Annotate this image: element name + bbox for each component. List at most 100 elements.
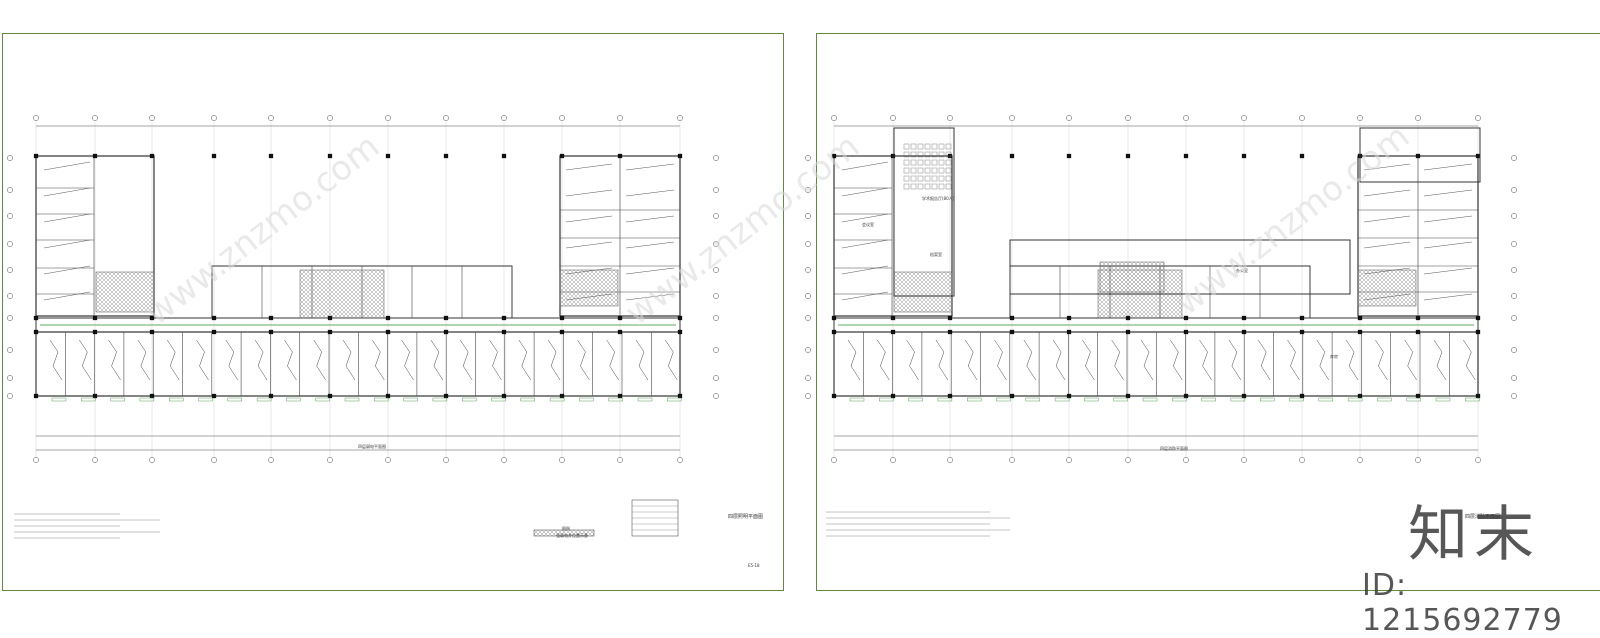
right-axis-bubble-top [1475, 115, 1481, 121]
left-circuit-tag [579, 397, 594, 402]
left-axis-bubble-top [268, 115, 274, 121]
left-page-number: E5-18 [748, 563, 760, 568]
right-axis-bubble-top [947, 115, 953, 121]
right-lecture-seat [910, 183, 917, 190]
right-structural-column [1066, 315, 1072, 321]
left-circuit-tag [374, 397, 389, 402]
left-circuit-tag [637, 397, 653, 402]
right-axis-bubble-bottom [1475, 457, 1481, 463]
right-circuit-tag [1201, 397, 1216, 402]
left-structural-column [501, 393, 507, 399]
right-axis-bubble-bottom [1183, 457, 1189, 463]
right-axis-bubble-bottom [1125, 457, 1131, 463]
left-structural-column [92, 153, 98, 159]
left-branch-circuit [342, 339, 356, 381]
right-structural-column [1299, 315, 1305, 321]
left-axis-bubble-right [713, 393, 719, 399]
right-circuit-tag [879, 397, 894, 402]
right-branch-circuit [1023, 339, 1037, 381]
right-wing-circuit [841, 161, 889, 171]
right-lecture-seat [910, 175, 917, 182]
right-lecture-seat [910, 143, 917, 150]
right-structural-column [1183, 393, 1189, 399]
left-axis-bubble-top [92, 115, 98, 121]
left-wing-circuit [43, 161, 91, 171]
right-structural-column [1125, 315, 1131, 321]
right-axis-bubble-right [1511, 347, 1517, 353]
right-branch-circuit [1433, 339, 1447, 381]
right-axis-bubble-bottom [1066, 457, 1072, 463]
left-structural-column [443, 329, 449, 335]
left-axis-bubble-right [713, 293, 719, 299]
right-structural-column [1241, 329, 1247, 335]
left-structural-column [501, 329, 507, 335]
right-axis-bubble-top [890, 115, 896, 121]
right-structural-column [890, 393, 896, 399]
right-axis-bubble-left [805, 293, 811, 299]
left-wing-circuit [43, 291, 91, 301]
right-lecture-seat [945, 175, 952, 182]
right-lecture-seat [924, 167, 931, 174]
left-axis-bubble-right [713, 315, 719, 321]
right-branch-circuit [877, 339, 890, 381]
right-title-block: 四层消防平面图 [1465, 514, 1501, 520]
left-floor-plan [7, 115, 719, 539]
left-structural-column [443, 153, 449, 159]
right-axis-bubble-bottom [890, 457, 896, 463]
right-structural-column [1066, 329, 1072, 335]
left-circuit-tag [227, 397, 243, 402]
right-branch-circuit [1199, 339, 1212, 381]
left-circuit-tag [51, 397, 67, 402]
room-label-office: 办公室 [1236, 268, 1248, 273]
right-structural-column [1241, 153, 1247, 159]
left-structural-column [149, 315, 155, 321]
right-structural-column [831, 329, 837, 335]
right-axis-bubble-right [1511, 241, 1517, 247]
left-wing-circuit [565, 189, 613, 197]
right-circuit-tag [1054, 397, 1070, 402]
right-axis-bubble-bottom [1299, 457, 1305, 463]
right-structural-column [1475, 315, 1481, 321]
left-structural-column [149, 393, 155, 399]
right-branch-circuit [935, 339, 949, 381]
right-branch-circuit [1375, 339, 1388, 381]
right-wing-circuit [1363, 267, 1411, 275]
left-axis-bubble-left [7, 213, 13, 219]
right-circuit-tag [967, 397, 982, 402]
left-branch-circuit [49, 339, 63, 381]
right-lecture-seat [903, 159, 910, 166]
right-axis-bubble-bottom [1241, 457, 1247, 463]
right-structural-column [947, 329, 953, 335]
left-wing-circuit [565, 163, 613, 171]
right-lecture-seat [903, 151, 910, 158]
right-structural-column [1009, 315, 1015, 321]
left-structural-column [617, 153, 623, 159]
right-axis-bubble-bottom [947, 457, 953, 463]
left-axis-bubble-left [7, 293, 13, 299]
left-axis-bubble-left [7, 347, 13, 353]
right-lecture-seat [924, 183, 931, 190]
left-branch-circuit [489, 339, 502, 381]
left-structural-column [559, 393, 565, 399]
left-structural-column [33, 153, 39, 159]
left-circuit-tag [667, 397, 682, 402]
left-branch-circuit [313, 339, 326, 381]
left-structural-column [149, 153, 155, 159]
left-wing-circuit [43, 239, 91, 249]
left-axis-bubble-top [677, 115, 683, 121]
left-axis-bubble-right [713, 187, 719, 193]
left-circuit-tag [256, 397, 272, 402]
left-structural-column [559, 315, 565, 321]
left-structural-column [677, 329, 683, 335]
right-axis-bubble-left [805, 213, 811, 219]
right-branch-circuit [847, 339, 861, 381]
left-axis-bubble-top [617, 115, 623, 121]
right-structural-column [831, 315, 837, 321]
right-lecture-seat [931, 143, 938, 150]
left-axis-bubble-left [7, 375, 13, 381]
left-circuit-tag [608, 397, 623, 402]
left-circuit-tag [81, 397, 96, 402]
brand-id: ID: 1215692779 [1362, 568, 1563, 638]
right-axis-bubble-top [831, 115, 837, 121]
